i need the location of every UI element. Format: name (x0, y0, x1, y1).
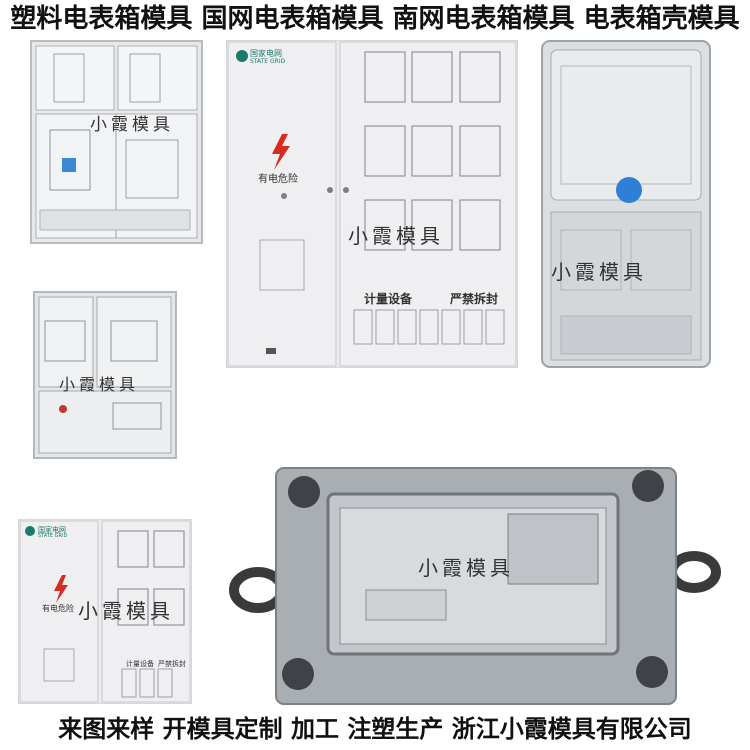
danger-label: 有电危险 (42, 604, 74, 613)
watermark-text: 小霞模具 (418, 556, 514, 580)
cabinet-logo-sub: STATE GRID (250, 58, 286, 65)
injection-mold-photo: 小霞模具 (228, 464, 722, 708)
meter-box-photo-top-left: 小霞模具 (30, 40, 203, 244)
watermark-text: 小霞模具 (78, 599, 174, 623)
meter-box-photo-middle-left: 小霞模具 (33, 291, 177, 459)
metering-cabinet-photo-large: 国家电网 STATE GRID 有电危险 计量设备 严禁拆封 小霞模具 (226, 40, 518, 368)
watermark-text: 小霞模具 (90, 115, 174, 135)
cabinet-logo-sub: STATE GRID (38, 533, 68, 539)
metering-cabinet-photo-small: 国家电网 STATE GRID 有电危险 计量设备 严禁拆封 小霞模具 (18, 519, 192, 704)
cabinet-logo-text: 国家电网 (250, 49, 282, 58)
watermark-text: 小霞模具 (59, 375, 140, 394)
top-banner-title: 塑料电表箱模具 国网电表箱模具 南网电表箱模具 电表箱壳模具 (10, 4, 740, 34)
single-meter-box-photo: 小霞模具 (541, 40, 711, 368)
watermark-text: 小霞模具 (348, 224, 444, 248)
seal-label: 严禁拆封 (158, 660, 186, 668)
watermark-text: 小霞模具 (551, 260, 647, 284)
cabinet-logo-text: 国家电网 (38, 526, 66, 534)
seal-label: 严禁拆封 (450, 292, 499, 306)
metering-label: 计量设备 (364, 292, 413, 306)
metering-label: 计量设备 (126, 660, 154, 668)
bottom-banner-title: 来图来样 开模具定制 加工 注塑生产 浙江小霞模具有限公司 (58, 715, 692, 743)
danger-label: 有电危险 (258, 174, 298, 185)
